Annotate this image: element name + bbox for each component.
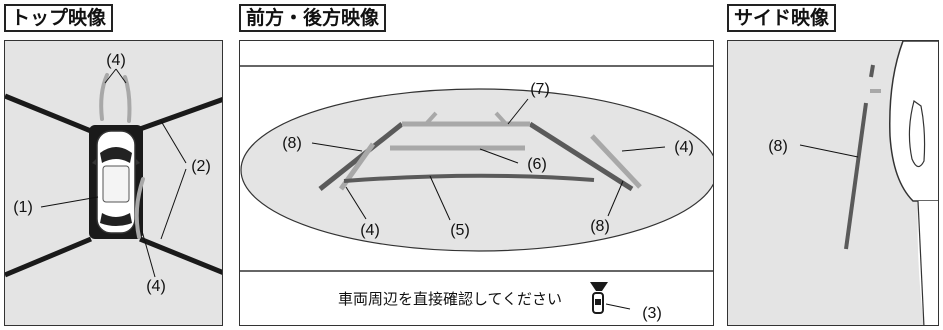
guide-line [844,102,868,250]
callout-leader [160,120,187,164]
guide-line [590,134,642,189]
callout-4-bottom: (4) [146,278,166,295]
callout-leader [429,175,451,221]
road-line [139,236,222,275]
callout-3: (3) [642,305,662,322]
guide-line [318,122,404,191]
front-rear-view-panel: (7) (8) (4) (6) (4) (5) (8) 車両周辺を直接確認してく… [239,40,714,326]
guide-line [99,73,109,121]
callout-leader [345,186,367,220]
road-line [5,236,92,278]
callout-leader [799,144,859,158]
guide-line [494,111,508,126]
side-view-panel: (8) [727,40,939,326]
callout-1: (1) [13,199,33,216]
road-line [5,93,92,134]
guide-line [123,75,132,123]
callout-8-left: (8) [282,135,302,152]
callout-leader [507,98,529,125]
callout-4-left: (4) [360,222,380,239]
side-mirror-icon [908,100,926,168]
callout-4-top: (4) [106,52,126,69]
vehicle-edge-line [917,200,925,325]
callout-leader [40,196,99,208]
callout-7: (7) [530,81,550,98]
callout-8-side: (8) [768,138,788,155]
trajectory-line [343,173,595,183]
callout-leader [160,168,187,240]
side-view-diagram: (8) [768,41,938,325]
callout-5: (5) [450,222,470,239]
callout-leader [311,142,363,152]
road-line [139,97,222,132]
car-camera-icon [590,282,608,314]
callout-leader [115,68,127,84]
side-view-title: サイド映像 [727,4,837,32]
front-rear-diagram: (7) (8) (4) (6) (4) (5) (8) 車両周辺を直接確認してく… [240,65,713,322]
camera-view-area [240,88,713,252]
top-view-panel: (4) (2) (1) (4) [4,40,223,326]
top-view-diagram: (4) (2) (1) (4) [5,52,222,295]
guide-line [528,121,634,192]
callout-leader [621,146,666,152]
caution-message: 車両周辺を直接確認してください [338,291,562,308]
callout-leader [605,303,631,310]
front-rear-view-title: 前方・後方映像 [239,4,387,32]
guide-line [134,177,145,239]
callout-leader [104,68,117,84]
callout-6: (6) [527,156,547,173]
car-icon [92,130,140,234]
callout-4-right: (4) [674,139,694,156]
guide-line [424,111,438,126]
callout-leader [141,230,156,278]
callout-8-right: (8) [590,218,610,235]
callout-leader [607,180,624,217]
guide-line [869,64,875,78]
callout-leader [479,148,519,164]
callout-2: (2) [191,158,211,175]
top-view-title: トップ映像 [4,4,114,32]
